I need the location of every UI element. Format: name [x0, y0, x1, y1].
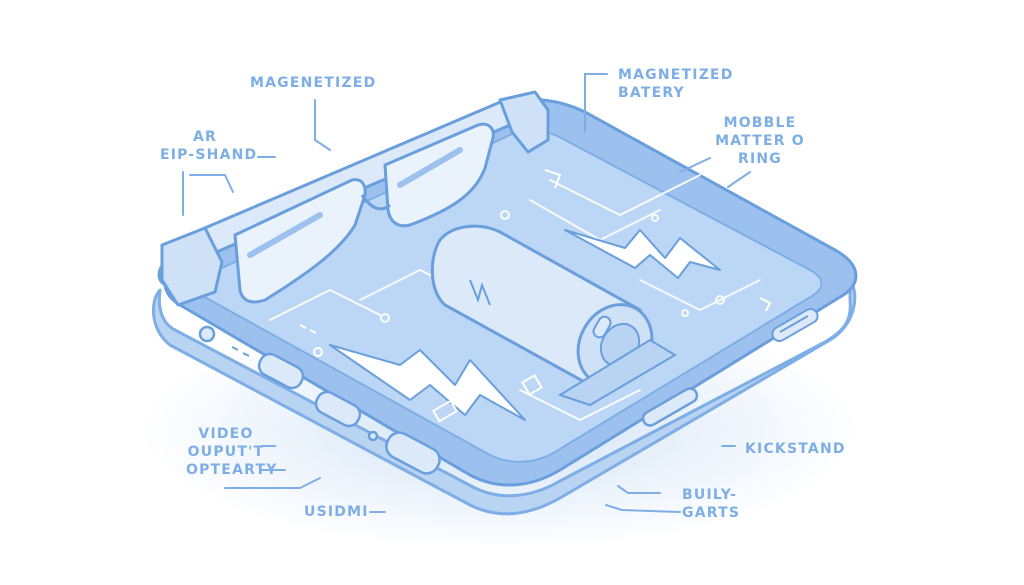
label-ar-line2: EIP-SHAND [160, 147, 258, 163]
label-ar-line1: AR [192, 129, 217, 145]
usb-port-icon [257, 352, 305, 390]
mic-hole-icon [367, 430, 379, 442]
lightning-icon [329, 229, 721, 421]
label-magnetized-text: MAGENETIZED [250, 75, 377, 91]
label-video-line2: OUPUT'T [187, 444, 265, 460]
label-video-line1: VIDEO [198, 426, 254, 442]
label-video-output: VIDEO OUPUT'T OPTEARTY [186, 425, 278, 479]
label-magnetized: MAGENETIZED [250, 74, 376, 92]
label-mobile-line3: RING [738, 151, 782, 167]
label-mobile-line1: MOBBLE [723, 115, 797, 131]
side-button-icon [641, 387, 699, 427]
glasses-icon [160, 90, 550, 307]
usb-port-icon [314, 390, 362, 428]
label-video-line3: OPTEARTY [186, 462, 278, 478]
label-battery-line1: MAGNETIZED [618, 67, 734, 83]
label-magnetized-battery: MAGNETIZED BATERY [618, 66, 734, 102]
leader-lines [182, 73, 751, 513]
label-mobile-line2: MATTER O [715, 133, 805, 149]
usb-port-icon [385, 431, 441, 475]
battery-icon [430, 224, 677, 407]
label-buily-line1: BUILY- [682, 487, 738, 503]
label-usidmi: USIDMI [304, 503, 369, 521]
side-ports [198, 325, 699, 475]
label-mobile-matter-ring: MOBBLE MATTER O RING [700, 114, 820, 168]
label-ar-eip-shand: AR EIP-SHAND [160, 128, 258, 164]
label-battery-line2: BATERY [618, 85, 685, 101]
label-usidmi-text: USIDMI [304, 504, 369, 520]
label-buily-line2: GARTS [682, 505, 741, 521]
screen-glyphs [299, 169, 772, 423]
label-kickstand-text: KICKSTAND [745, 441, 846, 457]
speaker-grille-icon [231, 308, 819, 357]
label-buily-garts: BUILY- GARTS [682, 486, 740, 522]
headphone-jack-icon [198, 325, 216, 343]
label-kickstand: KICKSTAND [745, 440, 846, 458]
